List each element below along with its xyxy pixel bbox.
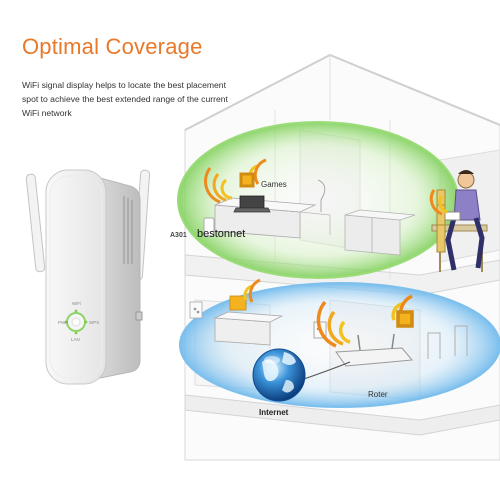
description-line-2: spot to achieve the best extended range … [22, 94, 228, 104]
upstairs-extender [203, 217, 215, 237]
led-lan [74, 331, 78, 335]
extender-label-wifi: WiFi [72, 301, 81, 306]
green-coverage-zone [177, 121, 459, 279]
description-line-1: WiFi signal display helps to locate the … [22, 80, 226, 90]
router-wifi-signal [316, 294, 414, 348]
person-wifi-signal [429, 189, 449, 216]
games-label: Games [261, 180, 287, 189]
led-wps [84, 320, 88, 324]
games-desk [214, 179, 331, 239]
chairs [427, 325, 468, 359]
person-illustration [431, 170, 488, 272]
lower-left-wifi-signal [243, 278, 261, 303]
extender-label-pwr: PWR [58, 320, 69, 325]
extender-label-wps: WPS [89, 320, 100, 325]
games-wifi-signal [204, 158, 267, 204]
lower-left-desk [189, 295, 284, 346]
description-text: WiFi signal display helps to locate the … [22, 78, 257, 120]
extender-device [25, 169, 151, 385]
room-number-label: A301 [170, 232, 187, 239]
internet-label: Internet [259, 408, 289, 417]
page-title: Optimal Coverage [22, 34, 203, 59]
internet-globe-icon [252, 348, 306, 402]
description-line-3: WiFi network [22, 108, 72, 118]
blue-coverage-zone [179, 282, 500, 408]
watermark-text: bestonnet [197, 228, 246, 240]
cabinet [344, 209, 416, 256]
extender-label-lan: LAN [71, 337, 80, 342]
led-pwr [64, 320, 68, 324]
led-wifi [74, 309, 78, 313]
router-label: Roter [368, 390, 388, 399]
